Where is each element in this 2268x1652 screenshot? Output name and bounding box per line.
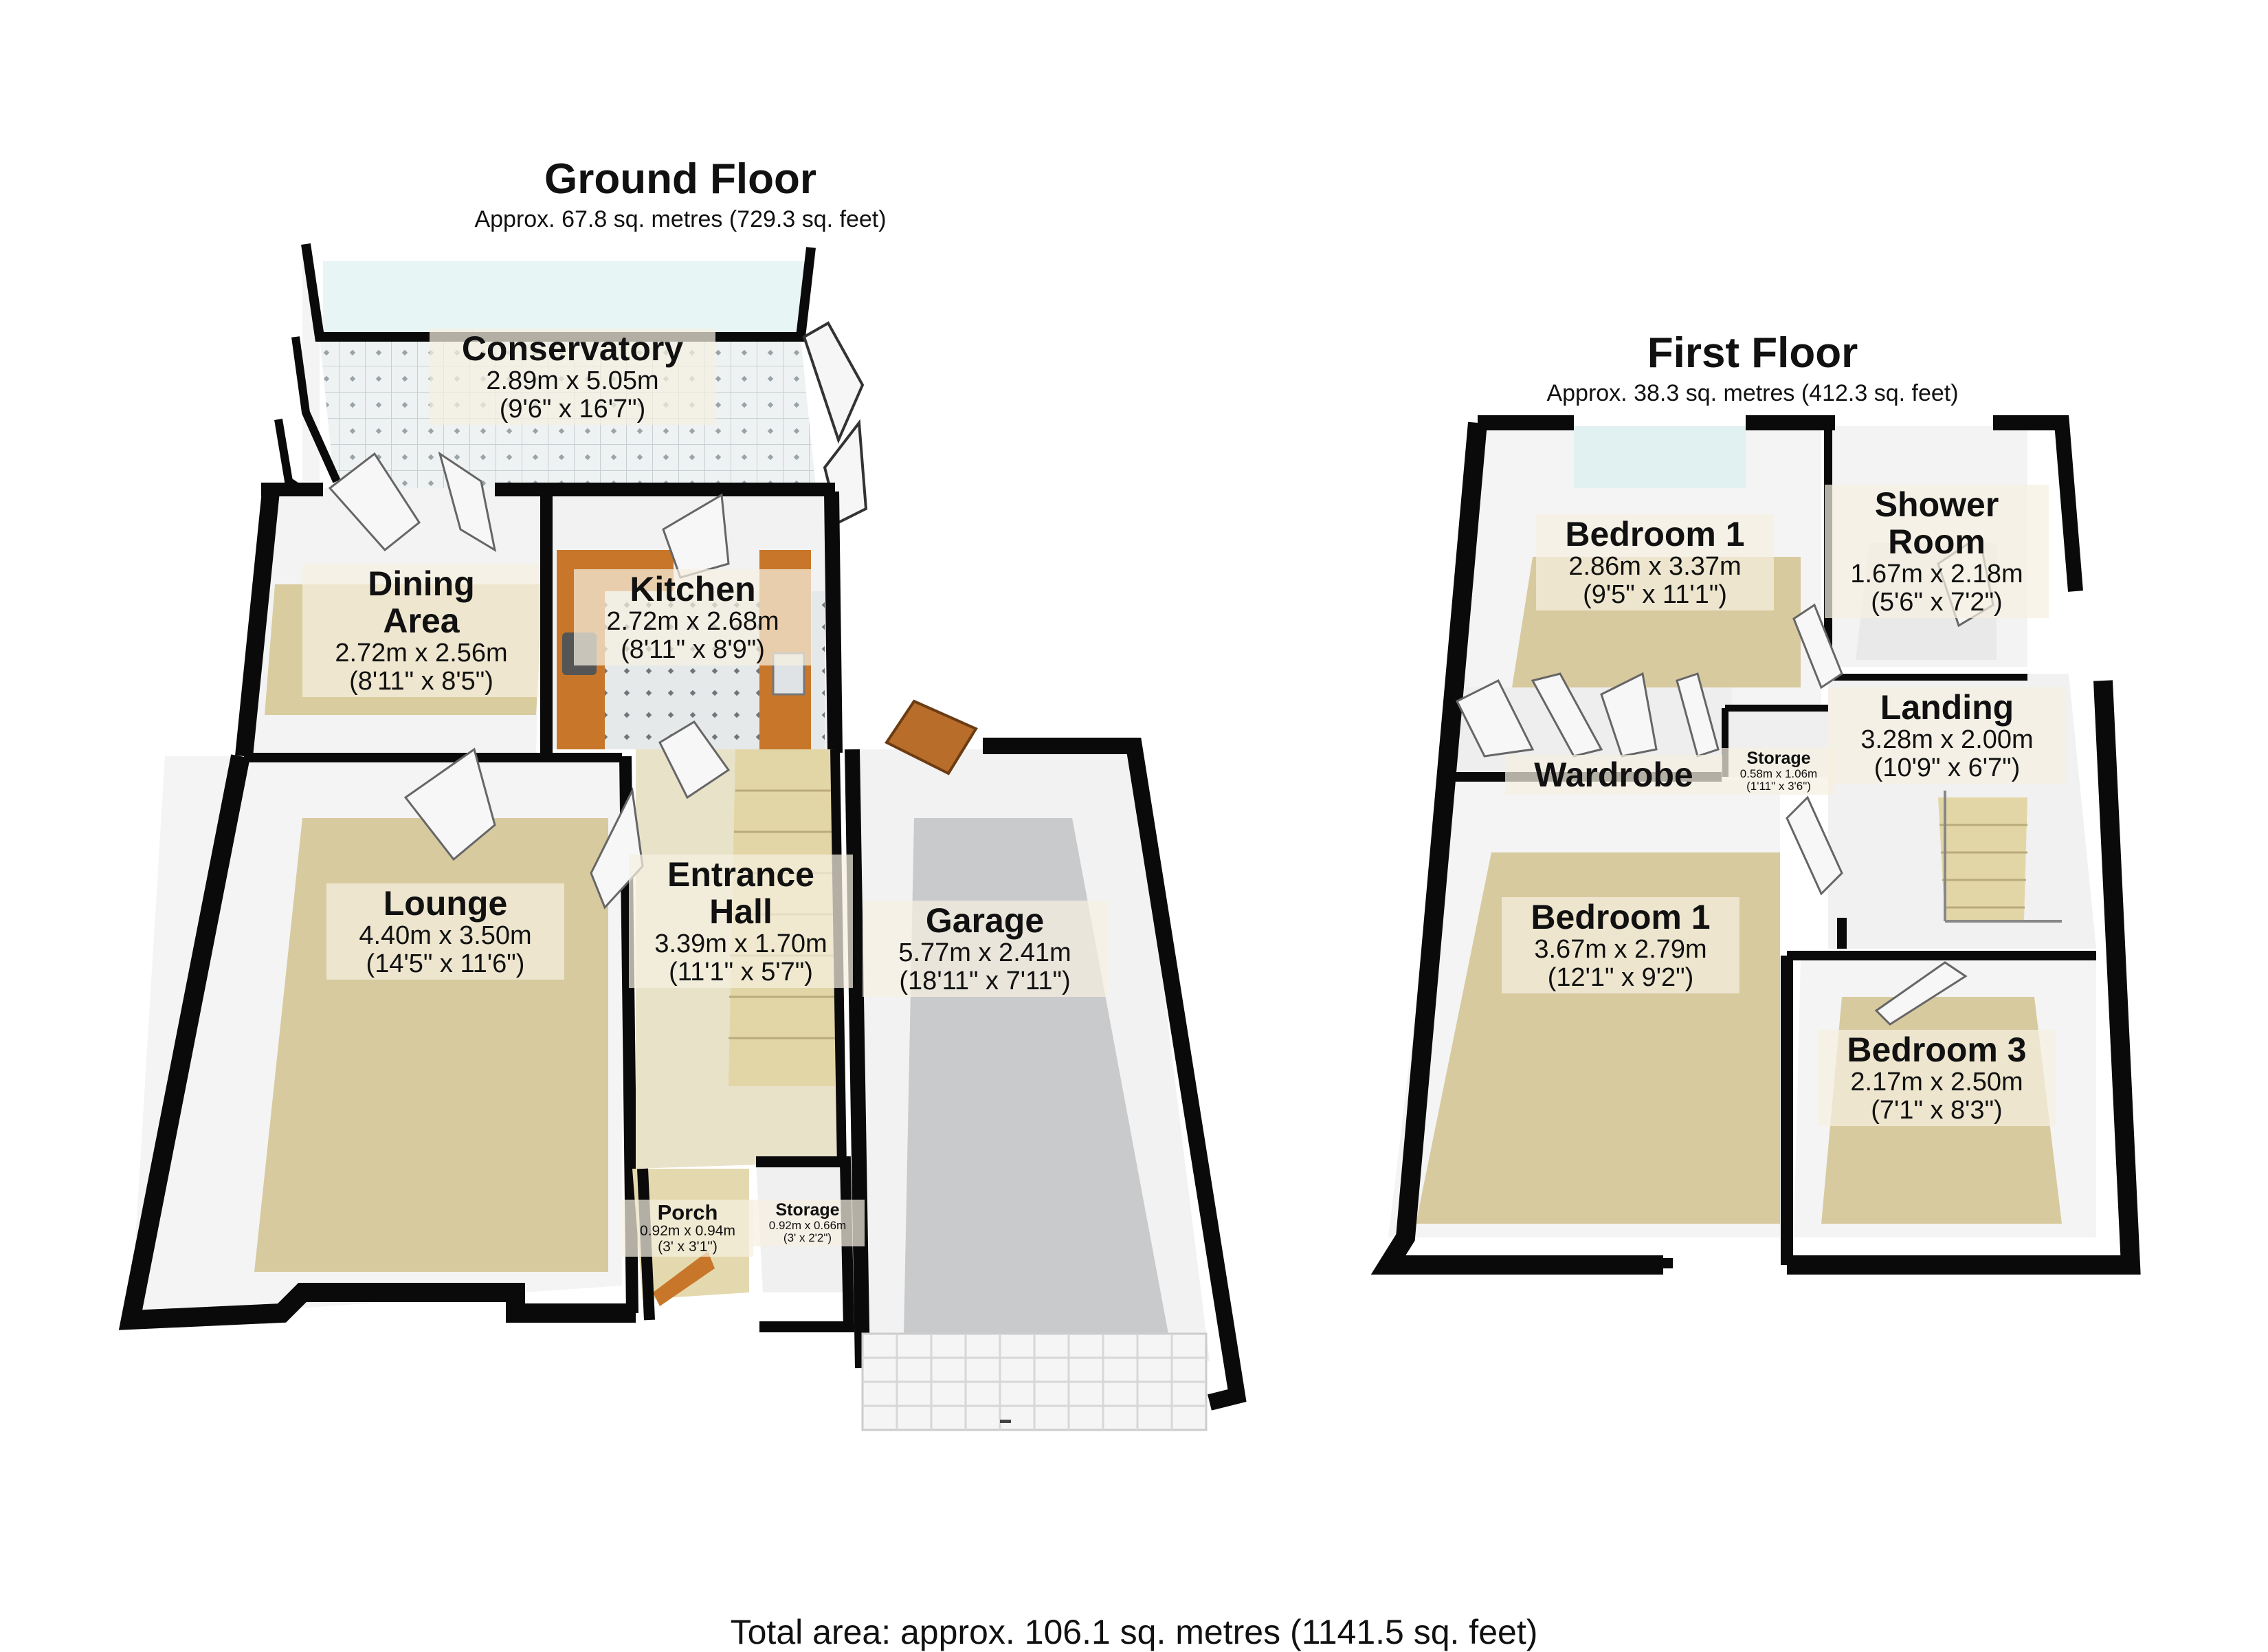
- garage-room: [845, 699, 1247, 1431]
- room-name: Landing: [1880, 688, 2014, 727]
- room-metric: 1.67m x 2.18m: [1850, 560, 2023, 588]
- room-metric: 3.39m x 1.70m: [654, 929, 827, 958]
- porch-label: Porch 0.92m x 0.94m (3' x 3'1"): [622, 1200, 753, 1257]
- room-metric: 2.89m x 5.05m: [486, 366, 659, 395]
- ground-floor-area: Approx. 67.8 sq. metres (729.3 sq. feet): [474, 206, 887, 232]
- first-floor-area: Approx. 38.3 sq. metres (412.3 sq. feet): [1546, 380, 1959, 406]
- room-metric: 2.86m x 3.37m: [1568, 552, 1742, 581]
- room-imperial: (11'1" x 5'7"): [669, 958, 813, 987]
- entrance-hall-label: Entrance Hall 3.39m x 1.70m (11'1" x 5'7…: [629, 855, 853, 989]
- room-metric: 5.77m x 2.41m: [898, 938, 1071, 967]
- room-imperial: (9'6" x 16'7"): [499, 395, 646, 424]
- room-name: Wardrobe: [1534, 756, 1693, 794]
- first-floor-title: First Floor: [1647, 329, 1858, 377]
- room-imperial: (9'5" x 11'1"): [1583, 580, 1727, 610]
- garage-label: Garage 5.77m x 2.41m (18'11" x 7'11"): [863, 901, 1107, 998]
- room-name: Storage: [775, 1200, 840, 1220]
- first-storage-label: Storage 0.58m x 1.06m (1'11" x 3'6"): [1722, 748, 1836, 795]
- room-name: Storage: [1746, 749, 1811, 768]
- room-metric: 3.67m x 2.79m: [1534, 935, 1707, 964]
- room-name: Dining Area: [368, 564, 475, 640]
- room-metric: 2.72m x 2.56m: [335, 639, 508, 668]
- room-name: Garage: [925, 901, 1045, 940]
- room-imperial: (12'1" x 9'2"): [1547, 963, 1694, 993]
- room-imperial: (8'11" x 8'9"): [621, 635, 765, 665]
- room-imperial: (3' x 2'2"): [783, 1231, 832, 1245]
- room-name: Bedroom 3: [1847, 1031, 2027, 1069]
- room-imperial: (18'11" x 7'11"): [899, 967, 1071, 996]
- dining-area-label: Dining Area 2.72m x 2.56m (8'11" x 8'5"): [302, 564, 540, 698]
- room-metric: 4.40m x 3.50m: [359, 921, 532, 950]
- room-name: Bedroom 1: [1531, 898, 1711, 936]
- lounge-label: Lounge 4.40m x 3.50m (14'5" x 11'6"): [326, 883, 564, 980]
- bedroom-1-top-label: Bedroom 1 2.86m x 3.37m (9'5" x 11'1"): [1536, 514, 1774, 611]
- room-metric: 2.17m x 2.50m: [1850, 1068, 2023, 1097]
- room-name: Bedroom 1: [1565, 515, 1745, 553]
- bedroom-1-lower-label: Bedroom 1 3.67m x 2.79m (12'1" x 9'2"): [1502, 897, 1739, 994]
- shower-room-label: Shower Room 1.67m x 2.18m (5'6" x 7'2"): [1825, 485, 2049, 619]
- lounge-room: [118, 753, 638, 1330]
- total-area: Total area: approx. 106.1 sq. metres (11…: [730, 1613, 1538, 1651]
- kitchen-label: Kitchen 2.72m x 2.68m (8'11" x 8'9"): [574, 569, 812, 666]
- room-name: Lounge: [383, 884, 508, 923]
- room-metric: 0.92m x 0.94m: [640, 1223, 735, 1240]
- staircase-upper: [1938, 797, 2027, 921]
- room-imperial: (1'11" x 3'6"): [1746, 780, 1811, 793]
- room-imperial: (5'6" x 7'2"): [1871, 588, 2003, 617]
- garage-side-door: [885, 699, 978, 775]
- room-metric: 0.58m x 1.06m: [1739, 767, 1818, 780]
- room-name: Shower Room: [1874, 485, 1999, 561]
- room-imperial: (10'9" x 6'7"): [1874, 753, 2021, 783]
- landing-label: Landing 3.28m x 2.00m (10'9" x 6'7"): [1828, 687, 2066, 784]
- room-metric: 3.28m x 2.00m: [1860, 725, 2034, 754]
- room-imperial: (14'5" x 11'6"): [366, 949, 525, 979]
- ground-storage-label: Storage 0.92m x 0.66m (3' x 2'2"): [751, 1200, 865, 1246]
- ground-floor-doors: [328, 451, 731, 910]
- room-metric: 2.72m x 2.68m: [606, 607, 779, 636]
- conservatory-label: Conservatory 2.89m x 5.05m (9'6" x 16'7"…: [430, 329, 715, 426]
- room-imperial: (7'1" x 8'3"): [1871, 1096, 2003, 1125]
- room-name: Conservatory: [461, 329, 684, 368]
- room-metric: 0.92m x 0.66m: [768, 1219, 847, 1232]
- room-imperial: (8'11" x 8'5"): [349, 667, 493, 696]
- garage-door: [861, 1332, 1208, 1431]
- ground-floor-title: Ground Floor: [544, 155, 817, 203]
- room-name: Porch: [657, 1200, 718, 1224]
- wardrobe-label: Wardrobe: [1505, 755, 1722, 795]
- room-imperial: (3' x 3'1"): [658, 1239, 718, 1255]
- room-name: Kitchen: [630, 570, 756, 608]
- room-name: Entrance Hall: [667, 855, 814, 931]
- bedroom-3-label: Bedroom 3 2.17m x 2.50m (7'1" x 8'3"): [1818, 1030, 2056, 1127]
